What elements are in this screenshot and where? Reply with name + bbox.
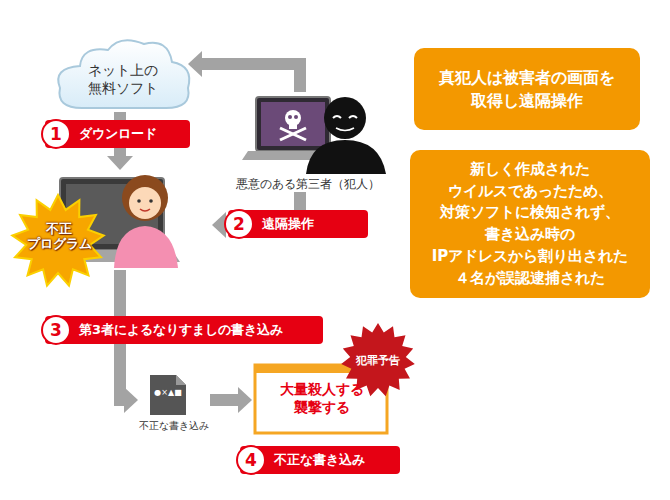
note-box: 新しく作成された ウイルスであったため、 対策ソフトに検知されず、 書き込み時の… xyxy=(410,150,650,298)
warning-burst xyxy=(12,195,103,286)
label-text: ●×▲■ xyxy=(150,388,186,397)
flow-arrow xyxy=(210,387,252,413)
label-text: 不正 プログラム xyxy=(25,222,93,252)
arrow-head xyxy=(188,51,202,77)
document-icon xyxy=(150,375,186,415)
document-node: ●×▲■ 不正な書き込み xyxy=(138,372,210,434)
label-text: 第3者によるなりすましの書き込み xyxy=(79,321,283,339)
step-bar: 4不正な書き込み xyxy=(240,446,400,474)
callout-number: 1 xyxy=(41,119,71,149)
arrow-head xyxy=(124,387,138,413)
note-box: 真犯人は被害者の画面を 取得し遠隔操作 xyxy=(414,48,640,130)
label-text: ネット上の 無料ソフト xyxy=(70,62,176,97)
label-text: 犯罪予告 xyxy=(352,353,404,368)
label-text: 不正な書き込み xyxy=(138,419,210,433)
step-bar: 3第3者によるなりすましの書き込み xyxy=(45,316,323,344)
flow-arrow xyxy=(188,51,300,92)
hacker-figure xyxy=(242,97,386,174)
label-text: 遠隔操作 xyxy=(262,215,314,233)
cloud-node: ネット上の 無料ソフト xyxy=(58,42,188,112)
callout-number: 4 xyxy=(236,445,266,475)
arrow-head xyxy=(238,387,252,413)
label-text: 新しく作成された ウイルスであったため、 対策ソフトに検知されず、 書き込み時の… xyxy=(418,159,642,290)
label-text: ダウンロード xyxy=(79,125,157,143)
document-fold xyxy=(176,375,186,385)
hacker-node: 悪意のある第三者（犯人） xyxy=(228,92,388,192)
step-bar: 2遠隔操作 xyxy=(228,210,368,238)
cloud-shape xyxy=(58,40,189,108)
victim-node: 不正 プログラム xyxy=(22,170,212,270)
label-text: 大量殺人する 襲撃する xyxy=(257,380,387,416)
arrow-line xyxy=(201,64,300,92)
post-node: 大量殺人する 襲撃する 犯罪予告 xyxy=(252,338,417,438)
label-text: 悪意のある第三者（犯人） xyxy=(228,176,388,193)
label-text: 真犯人は被害者の画面を 取得し遠隔操作 xyxy=(422,66,632,112)
callout-number: 2 xyxy=(224,209,254,239)
label-text: 不正な書き込み xyxy=(274,451,365,469)
callout-number: 3 xyxy=(41,315,71,345)
step-bar: 1ダウンロード xyxy=(45,120,190,148)
arrow-line xyxy=(210,394,239,406)
arrow-head xyxy=(107,156,133,170)
